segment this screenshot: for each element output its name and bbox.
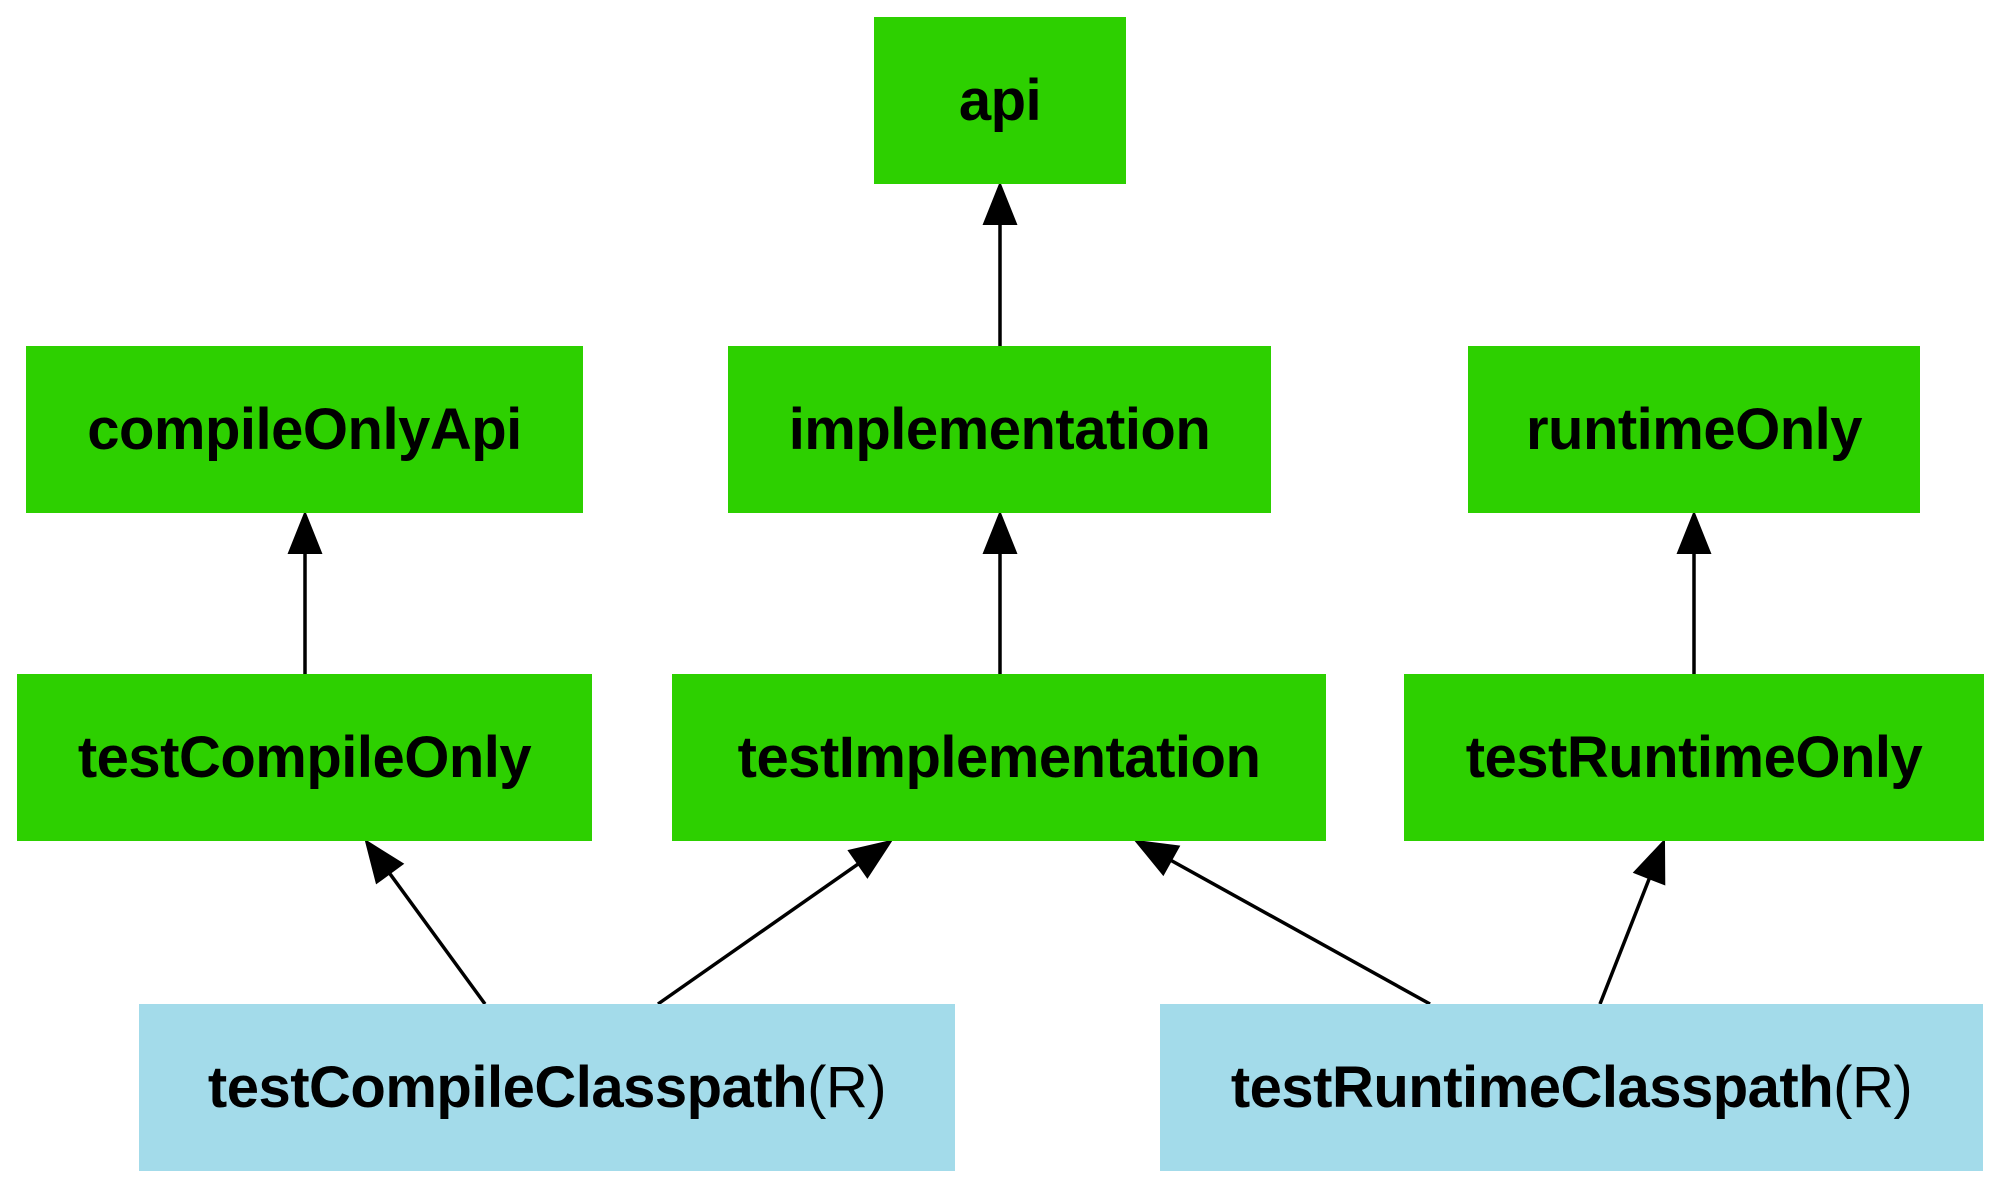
node-runtime-only-label: runtimeOnly	[1525, 397, 1863, 462]
arrowhead-icon	[1676, 510, 1712, 554]
arrowhead-icon	[1133, 839, 1181, 877]
node-implementation: implementation	[728, 346, 1271, 513]
node-test-runtime-only: testRuntimeOnly	[1404, 674, 1984, 841]
arrowhead-icon	[982, 181, 1018, 225]
node-test-implementation-label: testImplementation	[737, 725, 1261, 790]
resolvable-marker: (R)	[807, 1055, 887, 1120]
arrowhead-icon	[847, 839, 894, 879]
node-compile-only-api-label: compileOnlyApi	[87, 397, 522, 462]
arrowhead-icon	[287, 510, 323, 554]
edge-line	[1598, 877, 1652, 1005]
edge-line	[1170, 858, 1431, 1006]
node-test-runtime-classpath-label: testRuntimeClasspath	[1230, 1055, 1834, 1120]
resolvable-marker: (R)	[1833, 1055, 1913, 1120]
edge-testImplementation-to-implementation	[982, 510, 1018, 674]
node-test-compile-only-label: testCompileOnly	[77, 725, 532, 790]
node-api: api	[874, 17, 1126, 184]
edges-group	[287, 181, 1712, 1006]
edge-testCompileClasspath-to-testImplementation	[656, 839, 894, 1006]
edge-testRuntimeOnly-to-runtimeOnly	[1676, 510, 1712, 674]
edge-line	[656, 862, 860, 1006]
node-test-implementation: testImplementation	[672, 674, 1326, 841]
arrowhead-icon	[982, 510, 1018, 554]
edge-testCompileOnly-to-compileOnlyApi	[287, 510, 323, 674]
node-test-compile-classpath: testCompileClasspath(R)	[139, 1004, 955, 1171]
edge-testCompileClasspath-to-testCompileOnly	[364, 838, 487, 1006]
node-test-compile-classpath-label: testCompileClasspath	[207, 1055, 808, 1120]
node-test-runtime-only-label: testRuntimeOnly	[1465, 725, 1923, 790]
node-api-label: api	[958, 68, 1042, 133]
node-runtime-only: runtimeOnly	[1468, 346, 1920, 513]
node-test-compile-only: testCompileOnly	[17, 674, 592, 841]
node-test-runtime-classpath: testRuntimeClasspath(R)	[1160, 1004, 1983, 1171]
edge-line	[388, 872, 487, 1006]
arrowhead-icon	[364, 838, 405, 885]
edge-testRuntimeClasspath-to-testRuntimeOnly	[1598, 838, 1666, 1005]
arrowhead-icon	[1632, 838, 1666, 886]
node-compile-only-api: compileOnlyApi	[26, 346, 583, 513]
edge-testRuntimeClasspath-to-testImplementation	[1133, 839, 1431, 1006]
edge-implementation-to-api	[982, 181, 1018, 346]
node-implementation-label: implementation	[788, 397, 1211, 462]
